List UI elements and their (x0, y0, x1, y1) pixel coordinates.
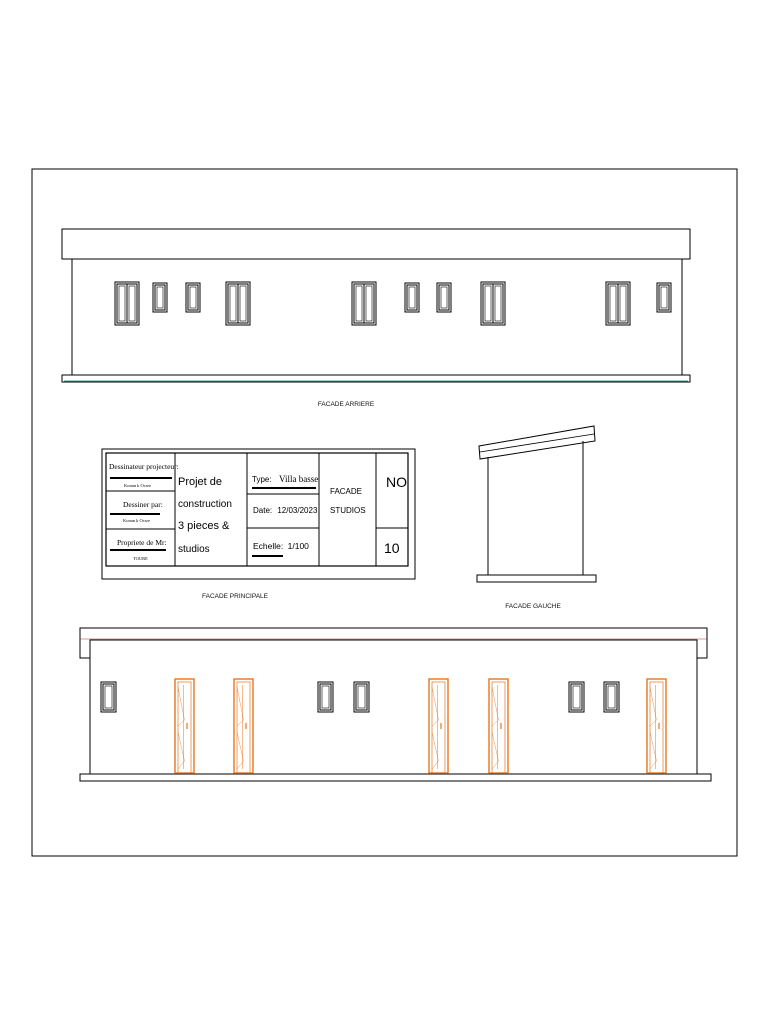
main-doors (174, 678, 667, 774)
door-5 (646, 678, 667, 774)
main-window-5 (603, 681, 620, 713)
rear-window-4 (480, 281, 506, 326)
owner-label: Propriete de Mr: (117, 538, 167, 547)
sheet-title-line-2: STUDIOS (330, 506, 366, 515)
project-line-3: 3 pieces & (178, 520, 230, 532)
rear-wall (71, 258, 683, 376)
rear-window-5 (605, 281, 631, 326)
door-1 (174, 678, 195, 774)
scale-line: Echelle: 1/100 (253, 541, 309, 551)
facade-principale (79, 627, 712, 782)
rear-window-2 (225, 281, 251, 326)
owner-name: TOURE (133, 556, 148, 561)
left-roof (478, 425, 596, 460)
door-4 (488, 678, 509, 774)
rear-roof (61, 228, 691, 260)
rear-window-3 (351, 281, 377, 326)
drawn-by-name: Konan k Ocsre (123, 518, 150, 523)
rear-small-window-4 (436, 282, 452, 313)
rear-small-window-5 (656, 282, 672, 313)
main-windows (100, 681, 620, 713)
facade-arriere (61, 228, 691, 383)
type-line: Type: Villa basse (252, 469, 318, 486)
rear-small-window-3 (404, 282, 420, 313)
rear-base (61, 374, 691, 383)
rear-small-window-1 (152, 282, 168, 313)
project-line-1: Projet de (178, 476, 222, 488)
project-line-2: construction (178, 499, 232, 510)
facade-gauche (476, 425, 597, 583)
sheet-no-value: 10 (384, 540, 400, 556)
main-base (79, 773, 712, 782)
rear-windows (114, 281, 672, 326)
title-block: Dessinateur projecteur: Konan k Ocsre De… (101, 448, 416, 580)
drawn-by-label: Dessiner par: (123, 500, 163, 509)
door-2 (233, 678, 254, 774)
designer-label: Dessinateur projecteur: (109, 462, 179, 471)
main-window-2 (317, 681, 334, 713)
left-base (476, 574, 597, 583)
sheet-title-line-1: FACADE (330, 487, 362, 496)
project-line-4: studios (178, 544, 210, 555)
label-facade-gauche: FACADE GAUCHE (505, 603, 561, 610)
sheet-border (31, 168, 738, 857)
designer-name: Konan k Ocsre (124, 483, 151, 488)
main-window-3 (353, 681, 370, 713)
title-block-inner (105, 452, 409, 567)
date-line: Date: 12/03/2023 (253, 506, 318, 515)
main-window-1 (100, 681, 117, 713)
label-facade-principale: FACADE PRINCIPALE (202, 593, 269, 600)
rear-window-1 (114, 281, 140, 326)
door-3 (428, 678, 449, 774)
rear-small-window-2 (185, 282, 201, 313)
main-window-4 (568, 681, 585, 713)
sheet-no-label: NO (386, 474, 407, 490)
label-facade-arriere: FACADE ARRIERE (318, 401, 375, 408)
